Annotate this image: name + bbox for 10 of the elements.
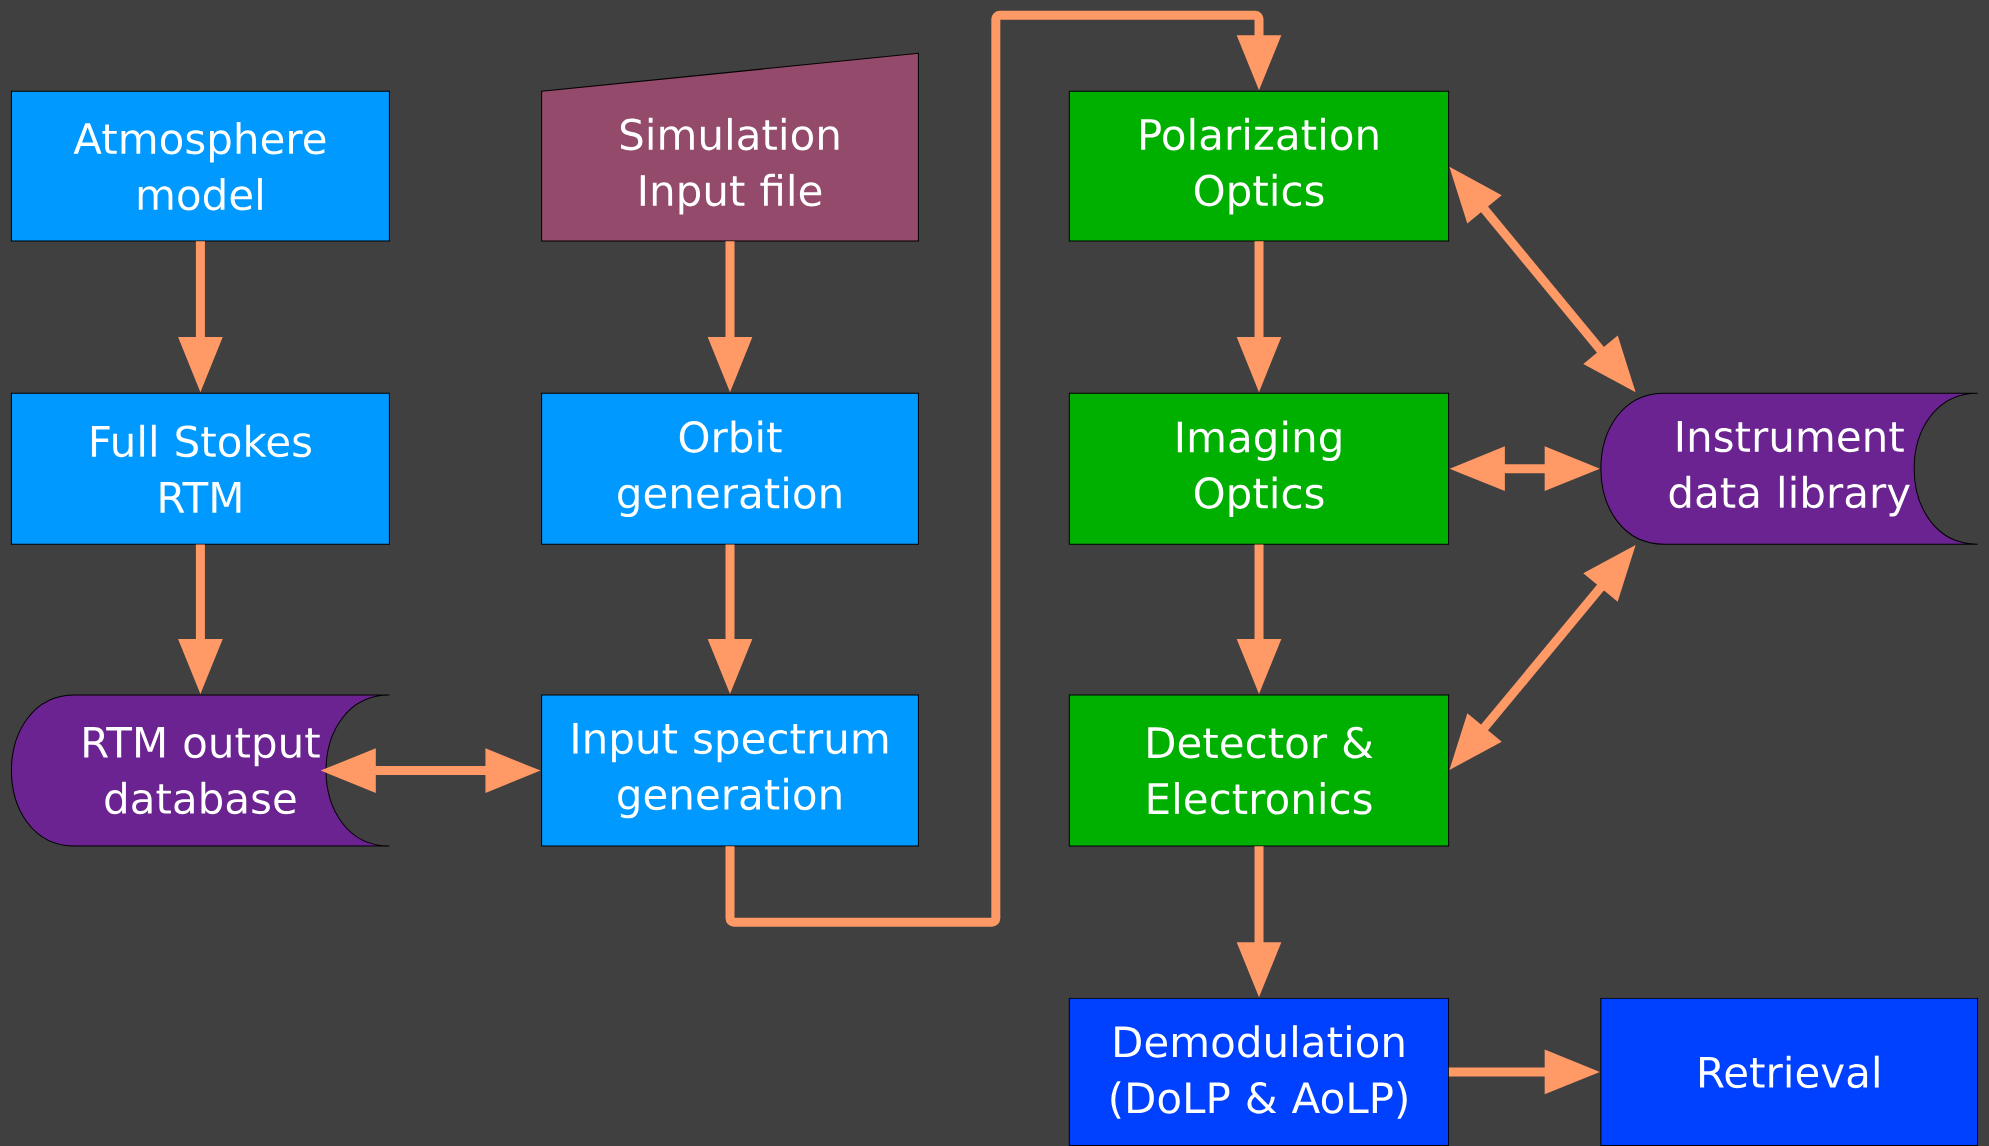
process-box: Polarization Optics xyxy=(1068,90,1450,242)
process-box: Retrieval xyxy=(1600,997,1979,1146)
process-box: Atmosphere model xyxy=(10,90,390,242)
process-box: Demodulation (DoLP & AoLP) xyxy=(1068,997,1450,1146)
process-box: Input spectrum generation xyxy=(541,694,919,847)
arrow xyxy=(725,10,1282,927)
process-box: Detector & Electronics xyxy=(1068,694,1450,847)
process-box: Imaging Optics xyxy=(1068,392,1450,545)
process-box: Full Stokes RTM xyxy=(10,392,390,545)
process-box: Orbit generation xyxy=(541,392,919,545)
